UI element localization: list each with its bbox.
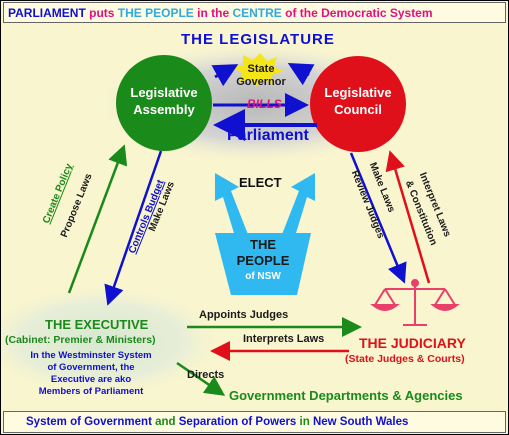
state-governor-line1: State xyxy=(247,63,275,75)
elect-arrow-left xyxy=(215,173,249,243)
council-label-line1: Legislative xyxy=(324,85,392,100)
arrow-council-governor xyxy=(287,63,315,86)
title-rest: of the Democratic System xyxy=(281,6,433,20)
assembly-label-line2: Assembly xyxy=(133,102,195,117)
state-governor-line2: Governor xyxy=(236,76,286,88)
executive-haze xyxy=(1,286,221,396)
people-line3: of NSW xyxy=(245,271,281,282)
arrow-assembly-governor xyxy=(211,64,239,87)
appoints-judges-label: Appoints Judges xyxy=(199,309,289,321)
council-label-line2: Council xyxy=(334,102,382,117)
footer-title: System of Government and Separation of P… xyxy=(26,416,408,428)
elect-arrow-right xyxy=(281,173,315,243)
title-in-the: in the xyxy=(193,6,233,20)
footer-system: System of Government xyxy=(26,416,152,428)
title-parliament: PARLIAMENT xyxy=(8,6,86,20)
arrow-council-to-judiciary xyxy=(349,152,407,284)
people-line2: PEOPLE xyxy=(236,253,290,268)
legislative-assembly-circle xyxy=(116,55,212,151)
executive-note-line2: of Government, the xyxy=(47,362,135,373)
interprets-laws-label: Interprets Laws xyxy=(243,333,325,345)
executive-subheading: (Cabinet: Premier & Ministers) xyxy=(5,334,156,346)
people-line1: THE xyxy=(250,237,276,252)
footer-and: and xyxy=(151,416,179,428)
legislative-council-circle xyxy=(310,56,406,152)
legislature-heading: THE LEGISLATURE xyxy=(181,31,335,48)
arrow-directs xyxy=(176,361,226,396)
executive-note-line3: Executive are ako xyxy=(50,374,132,385)
governor-star-icon xyxy=(232,53,284,87)
page-title: PARLIAMENT puts THE PEOPLE in the CENTRE… xyxy=(8,6,433,20)
arrow-assembly-to-executive xyxy=(104,150,163,306)
assembly-label-line1: Legislative xyxy=(130,85,198,100)
scales-of-justice-icon xyxy=(370,279,460,326)
bills-label: BILLS xyxy=(247,97,282,111)
directs-label: Directs xyxy=(187,369,225,381)
arrow-executive-to-assembly xyxy=(67,144,128,294)
executive-heading: THE EXECUTIVE xyxy=(45,317,149,332)
parliament-label: Parliament xyxy=(227,127,309,144)
judiciary-heading: THE JUDICIARY xyxy=(359,335,466,351)
title-the-people: THE PEOPLE xyxy=(117,6,194,20)
executive-note-line4: Members of Parliament xyxy=(38,386,144,397)
departments-label: Government Departments & Agencies xyxy=(229,388,463,403)
executive-note-line1: In the Westminster System xyxy=(30,350,152,361)
footer-in: in xyxy=(296,416,313,428)
title-puts: puts xyxy=(85,6,118,20)
title-centre: CENTRE xyxy=(232,6,282,20)
elect-label: ELECT xyxy=(239,175,282,190)
footer-separation: Separation of Powers xyxy=(178,416,297,428)
arrow-judiciary-to-council xyxy=(385,150,431,284)
judiciary-subheading: (State Judges & Courts) xyxy=(345,353,465,365)
footer-nsw: New South Wales xyxy=(312,416,409,428)
the-people-box xyxy=(215,233,311,295)
footer-bar: System of Government and Separation of P… xyxy=(3,411,506,433)
title-bar: PARLIAMENT puts THE PEOPLE in the CENTRE… xyxy=(3,2,506,23)
